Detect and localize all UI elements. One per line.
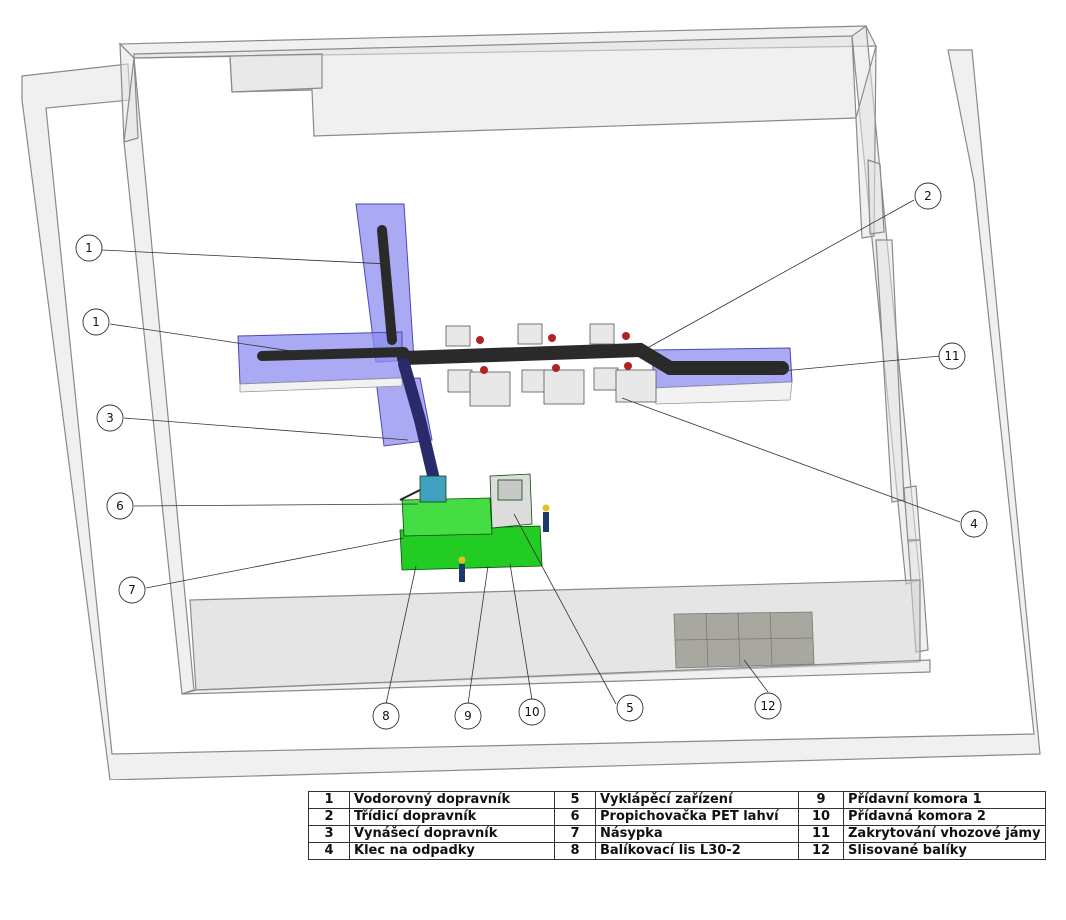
legend-number: 3 (308, 825, 350, 843)
callout-label: 3 (106, 411, 114, 425)
callout-marker (938, 342, 966, 370)
callout-marker (616, 694, 644, 722)
legend-number: 11 (798, 825, 844, 843)
legend-row: 4 Klec na odpadky 8 Balíkovací lis L30-2… (308, 842, 1046, 860)
legend-text: Přídavná komora 2 (843, 808, 1046, 826)
callout-marker (75, 234, 103, 262)
conveyor-cover-bases (239, 377, 793, 405)
callout-marker (118, 576, 146, 604)
legend-number: 6 (554, 808, 596, 826)
warehouse-layout-drawing: 1 1 2 3 4 5 6 7 8 9 10 11 12 (21, 24, 1041, 780)
legend-number: 10 (798, 808, 844, 826)
legend-text: Vynášecí dopravník (349, 825, 555, 843)
callout-label: 1 (85, 241, 93, 255)
legend-number: 9 (798, 791, 844, 809)
legend-number: 2 (308, 808, 350, 826)
callout-label: 6 (116, 499, 124, 513)
sorting-stations (445, 323, 657, 407)
callout-label: 5 (626, 701, 634, 715)
legend-text: Zakrytování vhozové jámy (843, 825, 1046, 843)
legend-number: 1 (308, 791, 350, 809)
callout-marker (454, 702, 482, 730)
building-walls (21, 24, 1041, 780)
callout-marker (106, 492, 134, 520)
callout-label: 9 (464, 709, 472, 723)
legend-row: 2 Třídicí dopravník 6 Propichovačka PET … (308, 808, 1046, 826)
legend-text: Klec na odpadky (349, 842, 555, 860)
pressed-bales (673, 611, 815, 669)
conveyor-covers (237, 203, 793, 447)
legend-text: Balíkovací lis L30-2 (595, 842, 799, 860)
baling-press (399, 473, 543, 571)
legend-number: 5 (554, 791, 596, 809)
legend-number: 4 (308, 842, 350, 860)
callout-circles (75, 182, 988, 730)
workers-near-press (458, 504, 550, 582)
legend-text: Vodorovný dopravník (349, 791, 555, 809)
legend-text: Třídicí dopravník (349, 808, 555, 826)
callout-label: 10 (524, 705, 539, 719)
callout-marker (518, 698, 546, 726)
callout-label: 2 (924, 189, 932, 203)
callout-leaders (101, 199, 961, 705)
callout-marker (96, 404, 124, 432)
conveyor-belts (257, 225, 789, 494)
callout-label: 12 (760, 699, 775, 713)
legend-text: Vyklápěcí zařízení (595, 791, 799, 809)
legend-text: Přídavní komora 1 (843, 791, 1046, 809)
callout-label: 8 (382, 709, 390, 723)
legend-row: 3 Vynášecí dopravník 7 Násypka 11 Zakryt… (308, 825, 1046, 843)
callout-label: 4 (970, 517, 978, 531)
legend-number: 12 (798, 842, 844, 860)
callout-label: 7 (128, 583, 136, 597)
legend-text: Propichovačka PET lahví (595, 808, 799, 826)
callout-marker (82, 308, 110, 336)
legend-number: 8 (554, 842, 596, 860)
legend-table: 1 Vodorovný dopravník 5 Vyklápěcí zaříze… (308, 791, 1046, 860)
callout-marker (960, 510, 988, 538)
legend-row: 1 Vodorovný dopravník 5 Vyklápěcí zaříze… (308, 791, 1046, 809)
legend-number: 7 (554, 825, 596, 843)
callout-label: 11 (944, 349, 959, 363)
callout-marker (754, 692, 782, 720)
callout-label: 1 (92, 315, 100, 329)
callout-marker (914, 182, 942, 210)
legend-text: Násypka (595, 825, 799, 843)
legend-text: Slisované balíky (843, 842, 1046, 860)
callout-marker (372, 702, 400, 730)
